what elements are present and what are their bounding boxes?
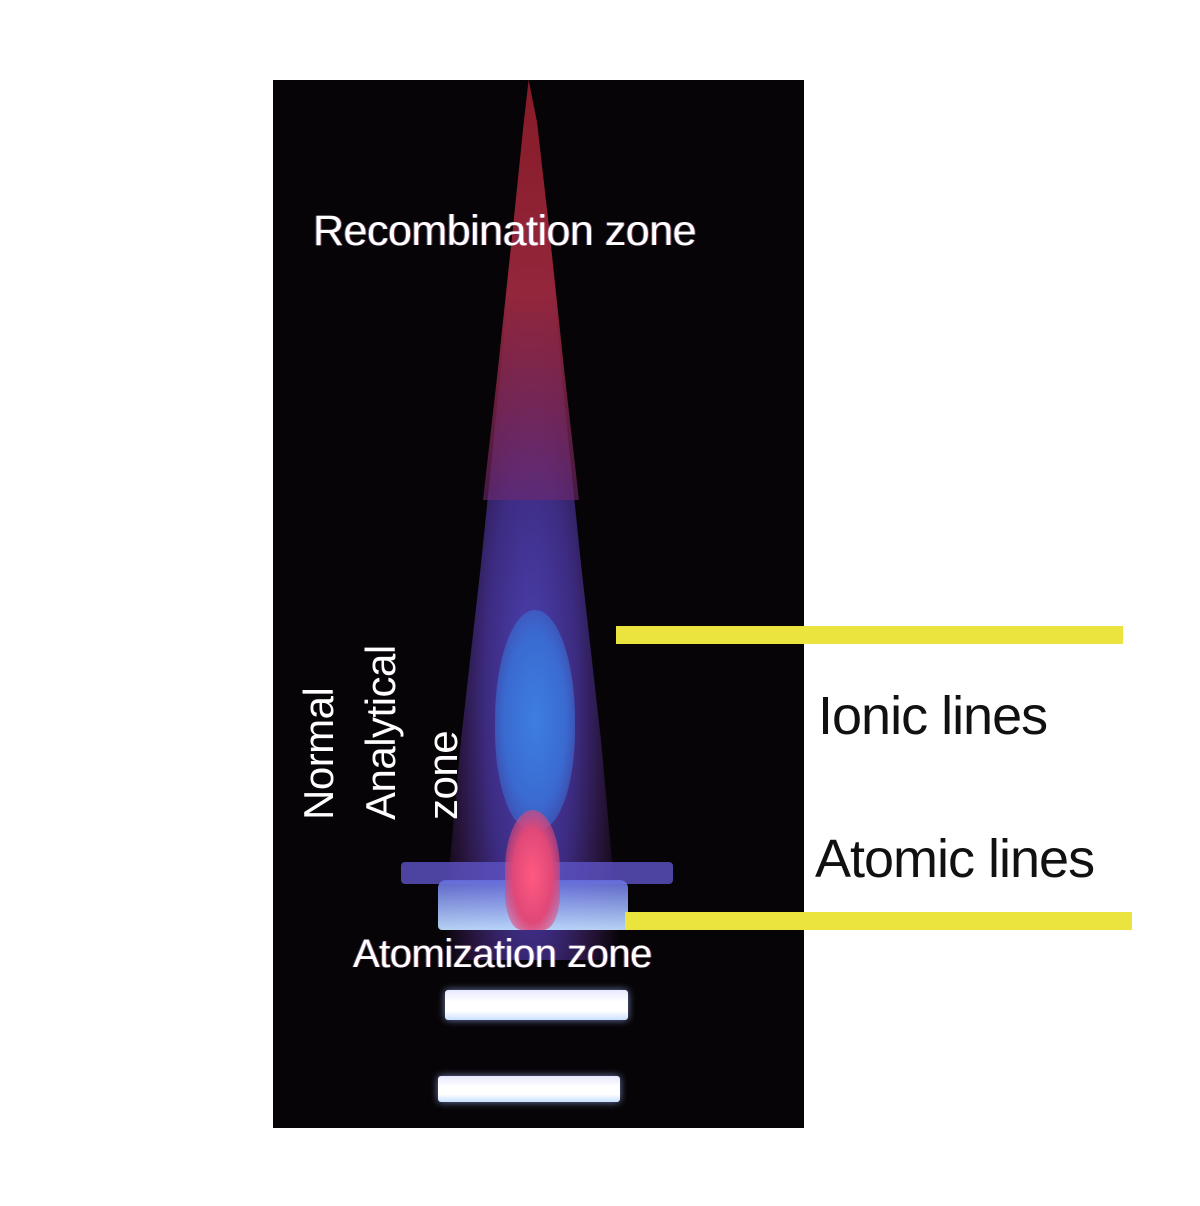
ionic-lines-label: Ionic lines [818,686,1048,746]
plasma-flame-photo: Recombination zone Normal Analytical zon… [273,80,804,1128]
rf-coil-turn-2 [438,1076,620,1102]
flame-atomization-core [505,810,560,930]
analytical-label-line-2: Analytical [357,645,404,820]
flame-recombination-tail [483,80,579,500]
flame-analytical-core [495,610,575,830]
recombination-zone-label: Recombination zone [313,207,697,255]
rf-coil-turn-1 [445,990,628,1020]
ionic-lines-marker [616,626,1123,644]
atomic-lines-label: Atomic lines [815,829,1095,889]
analytical-label-line-1: Normal [295,687,342,820]
atomization-zone-label: Atomization zone [353,932,652,976]
atomic-lines-marker [625,912,1132,930]
analytical-label-line-3: zone [419,730,466,820]
